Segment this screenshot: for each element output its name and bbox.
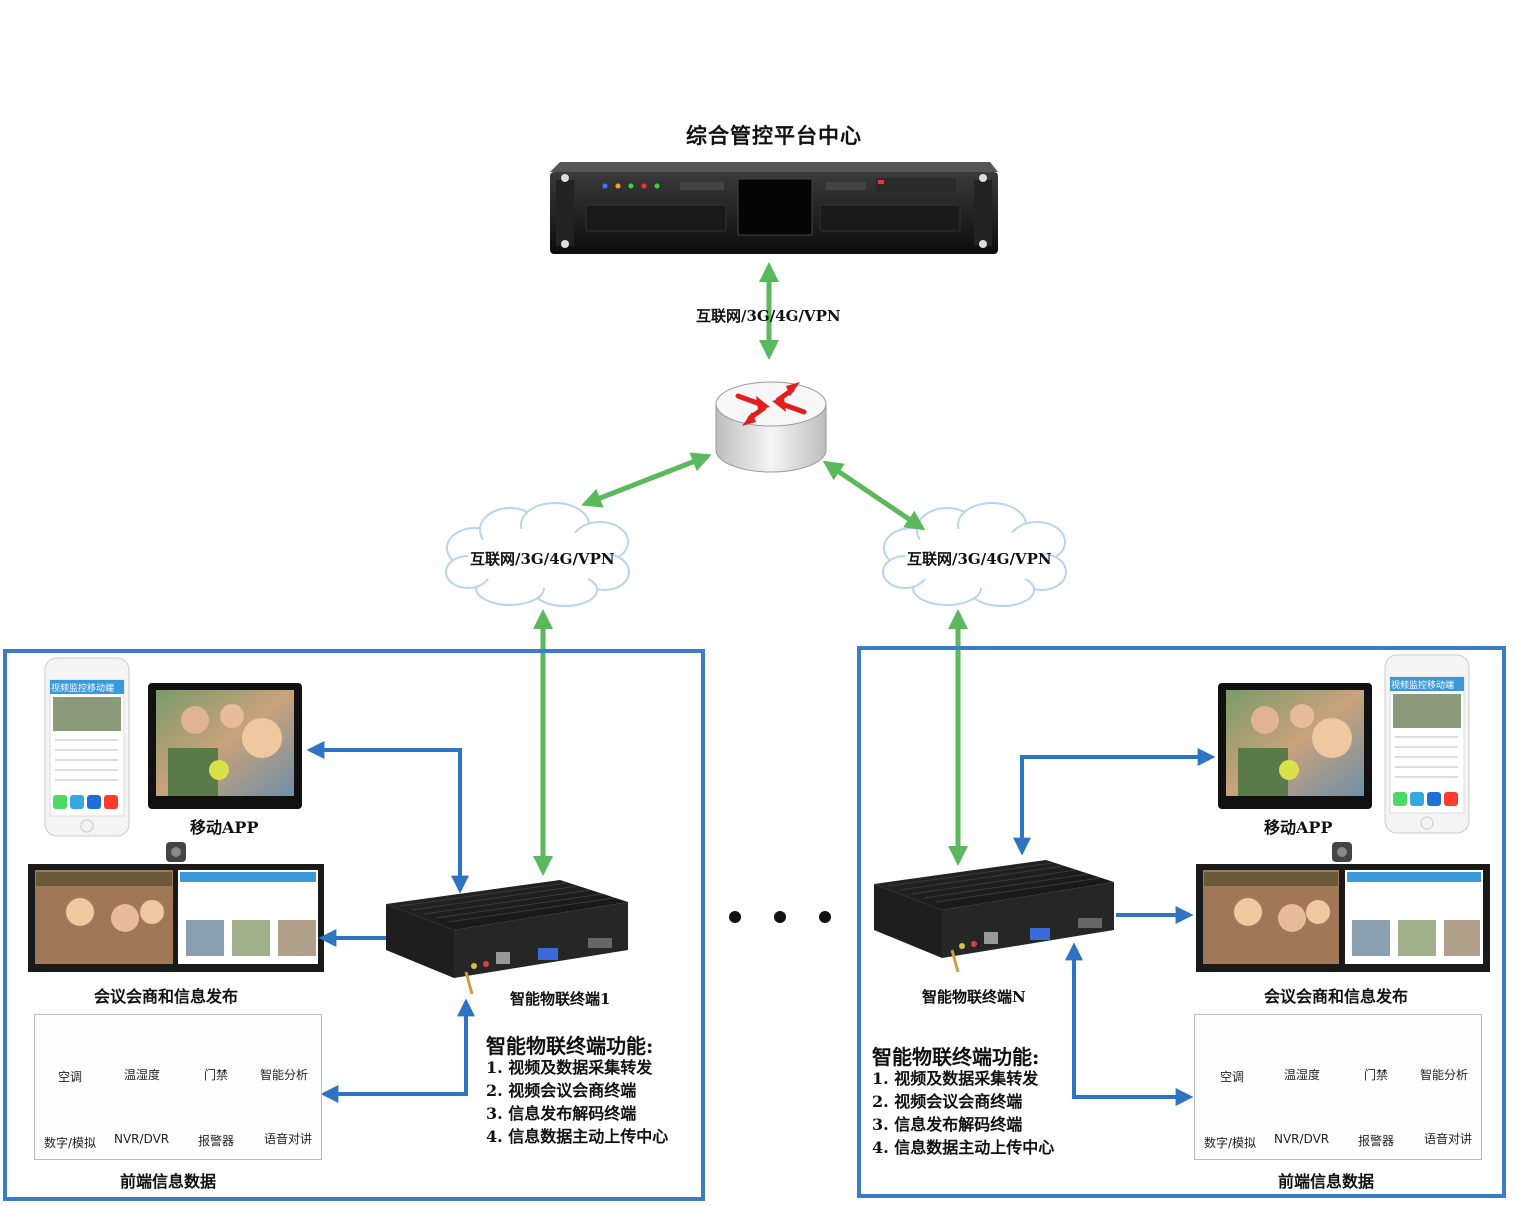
right-function-4: 4. 信息数据主动上传中心	[872, 1138, 1055, 1157]
right-meeting-label: 会议会商和信息发布	[1264, 987, 1409, 1006]
right-site-panel	[857, 646, 1506, 1198]
left-site-arrows	[306, 741, 475, 1103]
left-tablet-icon	[148, 683, 302, 809]
right-cloud-label: 互联网/3G/4G/VPN	[907, 550, 1052, 568]
right-frontend-title: 前端信息数据	[1278, 1172, 1375, 1191]
right-phone-header: 视频监控移动端	[1391, 681, 1455, 691]
right-sensor-temp: 温湿度	[1284, 1068, 1321, 1082]
left-sensor-nvr: NVR/DVR	[114, 1132, 170, 1146]
left-sensor-access: 门禁	[204, 1068, 229, 1082]
right-function-3: 3. 信息发布解码终端	[872, 1115, 1023, 1134]
right-functions-title: 智能物联终端功能:	[872, 1045, 1040, 1069]
left-sensor-alarm: 报警器	[198, 1134, 235, 1148]
right-function-2: 2. 视频会议会商终端	[872, 1092, 1023, 1111]
left-function-3: 3. 信息发布解码终端	[486, 1104, 637, 1123]
left-sensor-analysis: 智能分析	[260, 1068, 309, 1082]
left-function-2: 2. 视频会议会商终端	[486, 1081, 637, 1100]
right-tablet-icon	[1218, 683, 1372, 809]
left-sensor-camera: 数字/模拟	[44, 1136, 97, 1150]
right-sensor-intercom: 语音对讲	[1424, 1132, 1473, 1146]
left-terminal-label: 智能物联终端1	[510, 990, 611, 1008]
right-sensor-nvr: NVR/DVR	[1274, 1132, 1330, 1146]
router-icon	[715, 381, 827, 473]
left-sensor-intercom: 语音对讲	[264, 1132, 313, 1146]
right-iot-terminal-icon	[874, 860, 1114, 973]
right-sensor-ac: 空调	[1220, 1070, 1245, 1084]
left-sensor-ac: 空调	[58, 1070, 83, 1084]
left-phone-icon	[44, 657, 130, 837]
left-frontend-data-box	[34, 1014, 322, 1160]
right-sensor-access: 门禁	[1364, 1068, 1389, 1082]
left-mobile-app-label: 移动APP	[190, 818, 259, 837]
platform-server-icon	[550, 162, 998, 254]
right-site-arrows	[1013, 748, 1216, 1106]
right-frontend-data-box	[1194, 1014, 1482, 1160]
right-cloud-icon	[882, 502, 1067, 607]
platform-center-title: 综合管控平台中心	[686, 123, 862, 148]
right-sensor-analysis: 智能分析	[1420, 1068, 1469, 1082]
right-sensor-alarm: 报警器	[1358, 1134, 1395, 1148]
right-phone-icon	[1384, 654, 1470, 834]
network-links	[533, 262, 968, 876]
left-frontend-title: 前端信息数据	[120, 1172, 217, 1191]
ellipsis-dots	[729, 911, 831, 923]
left-sensor-temp: 温湿度	[124, 1068, 161, 1082]
left-function-4: 4. 信息数据主动上传中心	[486, 1127, 669, 1146]
right-mobile-app-label: 移动APP	[1264, 818, 1333, 837]
left-cloud-icon	[445, 502, 630, 607]
left-functions-title: 智能物联终端功能:	[486, 1034, 654, 1058]
left-meeting-label: 会议会商和信息发布	[94, 987, 239, 1006]
left-conference-display-icon	[28, 842, 324, 972]
left-site-panel	[3, 649, 705, 1201]
left-iot-terminal-icon	[386, 880, 628, 995]
right-sensor-camera: 数字/模拟	[1204, 1136, 1257, 1150]
left-function-1: 1. 视频及数据采集转发	[486, 1058, 653, 1077]
top-link-label: 互联网/3G/4G/VPN	[696, 307, 841, 325]
right-terminal-label: 智能物联终端N	[922, 988, 1026, 1006]
left-phone-header: 视频监控移动端	[51, 684, 115, 694]
left-cloud-label: 互联网/3G/4G/VPN	[470, 550, 615, 568]
right-function-1: 1. 视频及数据采集转发	[872, 1069, 1039, 1088]
right-conference-display-icon	[1196, 842, 1490, 972]
